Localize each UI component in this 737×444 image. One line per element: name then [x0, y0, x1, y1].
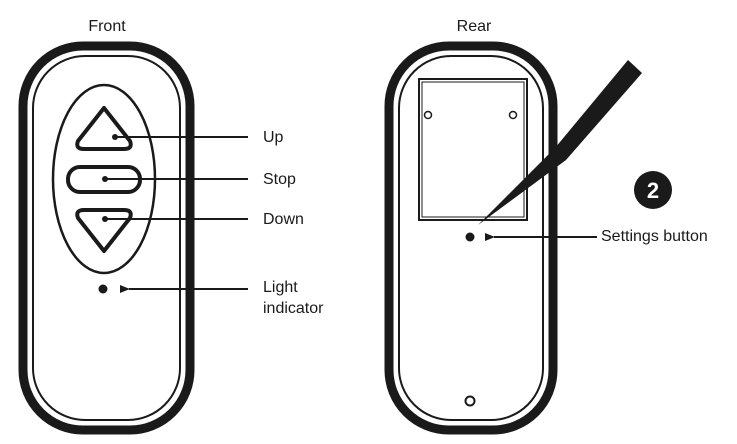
front-remote-inner-edge [32, 55, 181, 421]
stop-label: Stop [263, 171, 296, 188]
up-button[interactable] [75, 106, 133, 151]
light-indicator [98, 284, 108, 294]
front-remote-body [18, 41, 195, 435]
settings-button[interactable] [465, 232, 475, 242]
step-number: 2 [647, 178, 659, 203]
settings-label: Settings button [601, 228, 708, 245]
cover-screw-left [423, 110, 433, 120]
rear-title: Rear [457, 18, 492, 35]
front-remote [18, 41, 195, 435]
cover-screw-right [508, 110, 518, 120]
lanyard-hole [464, 395, 476, 407]
battery-cover [418, 78, 528, 221]
pin-tool-icon [478, 60, 642, 225]
down-label: Down [263, 211, 304, 228]
down-button[interactable] [75, 208, 133, 253]
battery-cover-inner [421, 81, 525, 218]
front-callouts [102, 134, 248, 293]
light-label-line1: Light [263, 279, 298, 296]
up-label: Up [263, 129, 284, 146]
light-label-line2: indicator [263, 300, 324, 317]
pin-tool [478, 60, 642, 225]
step-badge [634, 171, 672, 209]
front-title: Front [88, 18, 126, 35]
